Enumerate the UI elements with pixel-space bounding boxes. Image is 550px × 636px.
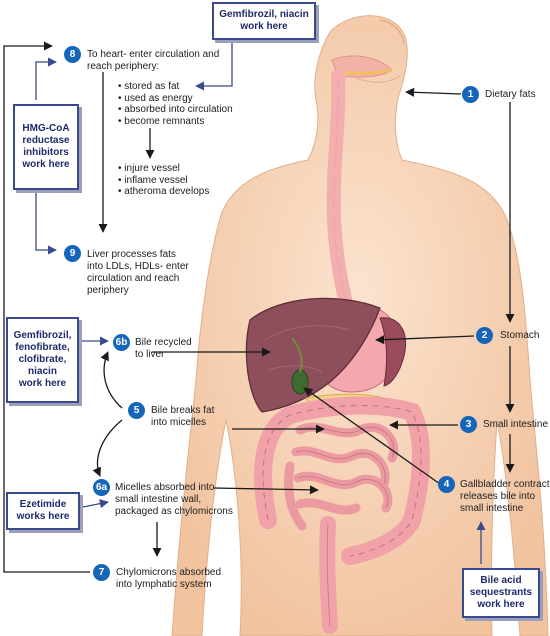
drug-box-line: reductase (22, 135, 70, 146)
step-6a-badge: 6a (93, 479, 110, 496)
drug-box-line: works here (16, 511, 70, 522)
drug-box-line: work here (18, 378, 67, 389)
drug-box-gemfibrozil-niacin: Gemfibrozil, niacin work here (212, 2, 316, 40)
step-7-line-1: Chylomicrons absorbed (116, 567, 222, 578)
drug-box-line: fenofibrate, (15, 342, 70, 353)
list-item: injure vessel (118, 163, 209, 175)
step-4-label: Gallbladder contracts releases bile into… (460, 479, 550, 515)
drug-box-line: sequestrants (469, 587, 533, 598)
step-6b-line-2: to liver (135, 349, 165, 360)
drug-box-line: inhibitors (23, 147, 69, 158)
list-item: become remnants (118, 116, 233, 128)
list-item: inflame vessel (118, 175, 209, 187)
step-8-badge: 8 (64, 46, 81, 63)
step-5-line-1: Bile breaks fat (151, 405, 215, 416)
list-item: absorbed into circulation (118, 104, 232, 116)
step-7-line-2: into lymphatic system (116, 579, 212, 590)
step-4-line-1: Gallbladder contracts (460, 479, 550, 490)
step-9-line-2: into LDLs, HDLs- enter (87, 261, 189, 272)
drug-box-bile-acid-sequestrants: Bile acid sequestrants work here (462, 568, 540, 618)
list-item: used as energy (118, 93, 233, 105)
drug-box-line: niacin (28, 366, 57, 377)
step-2-badge: 2 (476, 327, 493, 344)
step-9-line-1: Liver processes fats (87, 249, 176, 260)
step-4-line-2: releases bile into (460, 491, 536, 502)
step-6a-line-2: small intestine wall, (115, 494, 202, 505)
step-6a-line-3: packaged as chylomicrons (115, 506, 233, 517)
step-7-label: Chylomicrons absorbed into lymphatic sys… (116, 567, 221, 591)
step-9-badge: 9 (64, 245, 81, 262)
drug-box-line: work here (477, 599, 525, 610)
step-4-line-3: small intestine (460, 503, 524, 514)
step-1-badge: 1 (462, 86, 479, 103)
step-4-badge: 4 (438, 476, 455, 493)
drug-box-fibrates-niacin: Gemfibrozil, fenofibrate, clofibrate, ni… (6, 317, 79, 403)
gallbladder (291, 369, 309, 395)
step-6a-label: Micelles absorbed into small intestine w… (115, 482, 233, 518)
step-8-outcomes-list: stored as fat used as energy absorbed in… (118, 81, 233, 128)
drug-box-line: Gemfibrozil, niacin (219, 9, 309, 20)
step-1-label: Dietary fats (485, 89, 536, 100)
step-6b-badge: 6b (113, 334, 130, 351)
step-7-badge: 7 (93, 564, 110, 581)
list-item: stored as fat (118, 81, 233, 93)
drug-box-line: Gemfibrozil, (13, 330, 72, 341)
step-8-line-2: reach periphery: (87, 61, 160, 72)
drug-box-ezetimide: Ezetimide works here (6, 492, 80, 530)
step-6b-label: Bile recycled to liver (135, 337, 192, 361)
step-5-label: Bile breaks fat into micelles (151, 405, 214, 429)
step-8-label: To heart- enter circulation and reach pe… (87, 49, 219, 73)
spleen (379, 317, 406, 387)
step-5-line-2: into micelles (151, 417, 207, 428)
list-item: atheroma develops (118, 186, 209, 198)
drug-box-line: Bile acid (480, 575, 522, 586)
step-6a-line-1: Micelles absorbed into (115, 482, 215, 493)
drug-box-hmg-coa-reductase-inhibitors: HMG-CoA reductase inhibitors work here (13, 104, 79, 190)
drug-box-line: HMG-CoA (22, 123, 70, 134)
step-6b-line-1: Bile recycled (135, 337, 192, 348)
step-9-label: Liver processes fats into LDLs, HDLs- en… (87, 249, 189, 297)
drug-box-line: Ezetimide (19, 499, 67, 510)
drug-box-line: work here (240, 21, 288, 32)
step-5-badge: 5 (128, 402, 145, 419)
step-3-label: Small intestine (483, 419, 549, 430)
step-2-label: Stomach (500, 330, 540, 341)
step-9-line-4: periphery (87, 285, 129, 296)
step-3-badge: 3 (460, 416, 477, 433)
drug-box-line: work here (22, 159, 70, 170)
step-8-remnant-effects-list: injure vessel inflame vessel atheroma de… (118, 163, 209, 198)
step-9-line-3: circulation and reach (87, 273, 180, 284)
step-8-line-1: To heart- enter circulation and (87, 49, 220, 60)
drug-box-line: clofibrate, (18, 354, 67, 365)
liver (245, 297, 381, 413)
